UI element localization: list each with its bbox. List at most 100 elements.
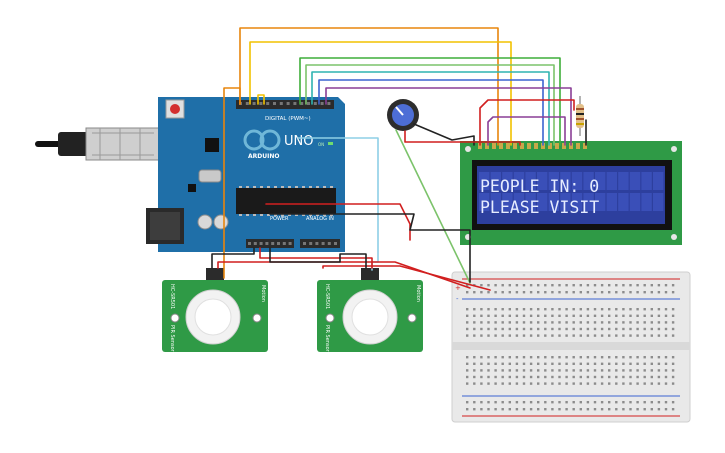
lcd-pin[interactable]: [555, 143, 559, 149]
wire-yellow-short[interactable]: [257, 94, 265, 105]
analog-pin[interactable]: [334, 242, 337, 245]
power-pin[interactable]: [248, 242, 251, 245]
digital-pin[interactable]: [300, 102, 304, 105]
digital-header-label: DIGITAL (PWM~): [265, 116, 311, 122]
lcd-pin[interactable]: [527, 143, 531, 149]
atmega-chip: [236, 188, 336, 214]
pir-sensor-right-model: HC-SR501: [324, 284, 330, 309]
capacitor-left: [197, 214, 213, 230]
wire-black-pot[interactable]: [413, 123, 475, 146]
pir-sensor-left-label-a: PIR Sensor: [169, 325, 175, 353]
lcd-pin[interactable]: [506, 143, 510, 149]
power-pin[interactable]: [259, 242, 263, 245]
digital-pin[interactable]: [259, 102, 263, 105]
potentiometer[interactable]: [387, 99, 419, 131]
breadboard[interactable]: + -: [451, 271, 691, 423]
lcd-line-1: PEOPLE IN: 0: [480, 177, 599, 196]
lcd-16x2: PEOPLE IN: 0 PLEASE VISIT: [460, 141, 682, 245]
arduino-board-label: UNO: [284, 134, 313, 149]
digital-pin[interactable]: [279, 102, 283, 105]
digital-pin[interactable]: [252, 102, 256, 105]
analog-header-label: ANALOG IN: [306, 216, 334, 222]
arduino-logo-right-ring: [259, 129, 281, 151]
analog-pin[interactable]: [321, 242, 325, 245]
potentiometer-indicator: [395, 106, 404, 116]
power-pin[interactable]: [265, 242, 269, 245]
usb-chip: [205, 138, 219, 152]
arduino-board[interactable]: DIGITAL (PWM~) ARDUINO UNO ON POWER ANAL…: [146, 97, 345, 252]
analog-pin[interactable]: [303, 242, 306, 245]
power-header: [246, 239, 294, 248]
arduino-pcb: [158, 97, 345, 252]
analog-pin[interactable]: [315, 242, 319, 245]
wire-teal[interactable]: [311, 71, 550, 146]
wire-orange-pir[interactable]: [223, 87, 241, 279]
wire-green-pot-breadboard[interactable]: [395, 129, 471, 284]
lcd-pin[interactable]: [534, 143, 538, 149]
breadboard-center-channel: [452, 342, 690, 350]
breadboard-holes: [466, 284, 675, 411]
analog-pin[interactable]: [327, 242, 331, 245]
on-led: [328, 142, 333, 145]
power-pin[interactable]: [288, 242, 292, 245]
pir-sensor-right-label-b: Motion: [415, 285, 421, 302]
power-pin[interactable]: [271, 242, 275, 245]
lcd-pin[interactable]: [520, 143, 524, 149]
analog-pin[interactable]: [309, 242, 313, 245]
crystal-oscillator: [198, 169, 222, 183]
wire-blue[interactable]: [318, 79, 544, 146]
digital-pin[interactable]: [273, 102, 276, 105]
lcd-pin[interactable]: [576, 143, 580, 149]
lcd-pin[interactable]: [499, 143, 503, 149]
wire-black-breadboard[interactable]: [269, 213, 471, 283]
lcd-pin[interactable]: [478, 143, 482, 149]
lcd-pin[interactable]: [513, 143, 517, 149]
lcd-pin[interactable]: [562, 143, 566, 149]
power-pin[interactable]: [253, 242, 257, 245]
usb-cable: [35, 127, 161, 161]
wire-red-lcd-top[interactable]: [479, 99, 575, 146]
breadboard-plus-label: +: [455, 284, 461, 292]
pir-sensor-right[interactable]: HC-SR501 PIR Sensor Motion: [317, 268, 423, 353]
lcd-character-cells: [479, 172, 664, 211]
wire-black-gnd-right[interactable]: [269, 247, 367, 269]
wire-red-5v[interactable]: [259, 247, 373, 269]
wire-red-pot[interactable]: [404, 130, 521, 146]
wire-orange[interactable]: [239, 27, 499, 146]
lcd-pin[interactable]: [583, 143, 587, 149]
atmega-chip-pins: [239, 186, 333, 216]
lcd-header-pins: [478, 143, 587, 149]
digital-pin[interactable]: [266, 102, 270, 105]
wire-black-gnd-left[interactable]: [211, 247, 255, 269]
wire-purple[interactable]: [325, 87, 572, 146]
pir-sensor-left-model: HC-SR501: [169, 284, 175, 309]
wire-green[interactable]: [299, 57, 561, 146]
analog-header: [300, 239, 340, 248]
digital-pin[interactable]: [307, 102, 310, 105]
lcd-line-2: PLEASE VISIT: [480, 198, 599, 217]
digital-pin[interactable]: [245, 102, 249, 105]
wire-yellow[interactable]: [249, 41, 512, 146]
power-pin[interactable]: [282, 242, 286, 245]
lcd-pin[interactable]: [569, 143, 573, 149]
lcd-pin[interactable]: [485, 143, 489, 149]
reset-button[interactable]: [170, 104, 180, 114]
wire-red-pir-right[interactable]: [322, 265, 491, 291]
digital-pin[interactable]: [313, 102, 317, 105]
arduino-logo-left-ring: [243, 129, 265, 151]
lcd-pin[interactable]: [541, 143, 545, 149]
digital-pin[interactable]: [320, 102, 324, 105]
breadboard-minus-label: -: [456, 295, 459, 303]
wire-red-lcd-mid[interactable]: [487, 116, 566, 146]
usb-plug-boot: [58, 132, 88, 156]
digital-pin[interactable]: [327, 102, 331, 105]
digital-pin[interactable]: [286, 102, 290, 105]
power-pin[interactable]: [277, 242, 280, 245]
wire-light-green[interactable]: [305, 64, 555, 146]
pir-sensor-left[interactable]: HC-SR501 PIR Sensor Motion: [162, 268, 268, 353]
digital-pin[interactable]: [293, 102, 297, 105]
lcd-pin[interactable]: [548, 143, 552, 149]
lcd-pin[interactable]: [492, 143, 496, 149]
